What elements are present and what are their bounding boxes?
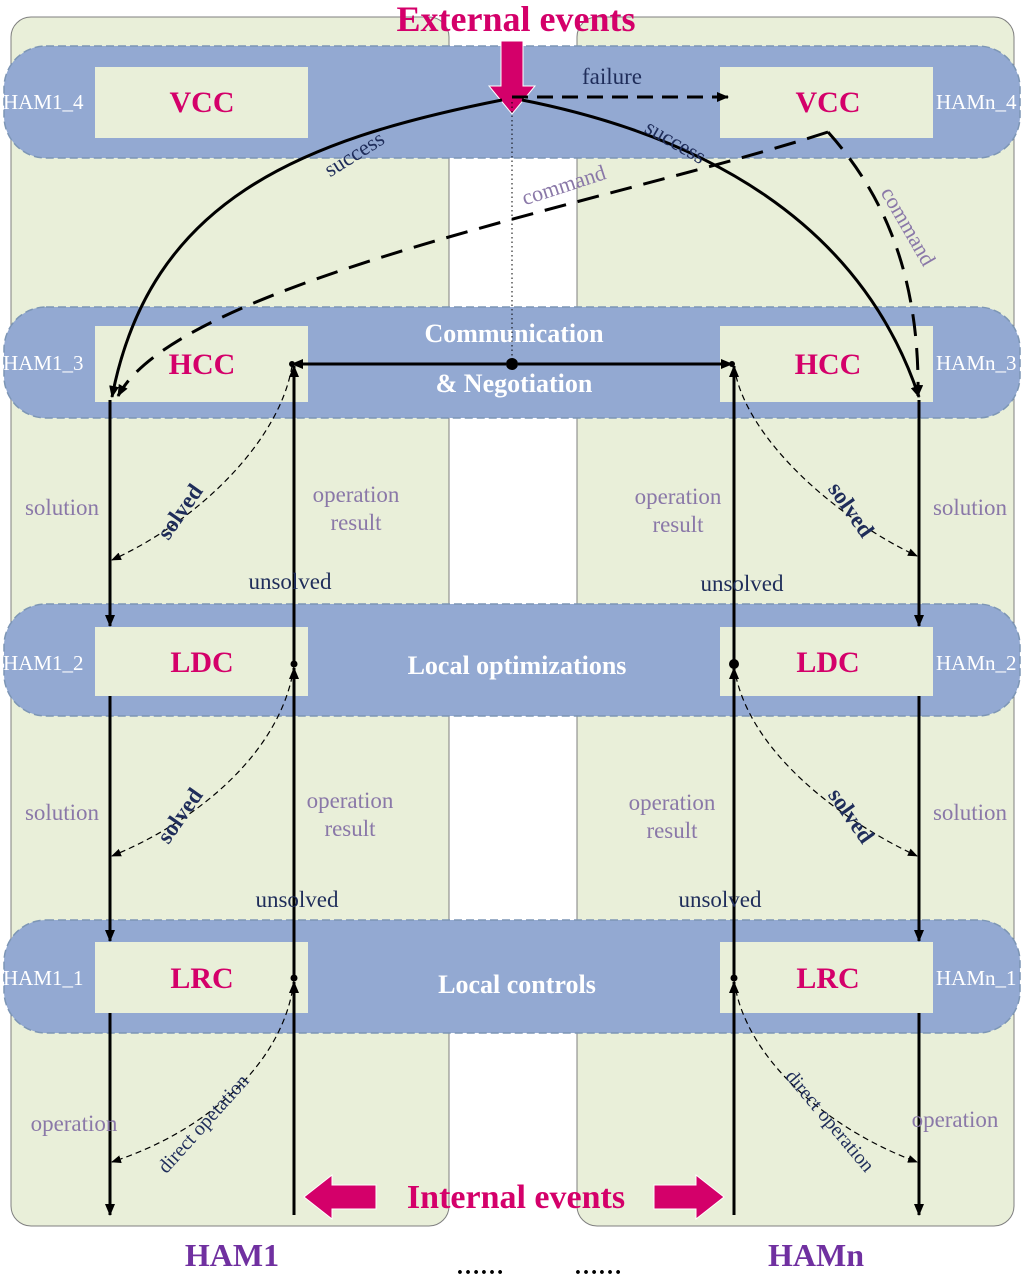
internal-events-arrow-right xyxy=(653,1173,725,1221)
direct-curve-left xyxy=(111,979,295,1164)
solved-curve-left-2 xyxy=(111,665,295,857)
local-controls-title: Local controls xyxy=(438,970,596,999)
operation-label-left: operation xyxy=(31,1111,118,1136)
success-arc-right xyxy=(521,98,921,398)
command-arrow-right xyxy=(826,130,924,397)
internal-events-title: Internal events xyxy=(407,1179,625,1216)
hamn-4-label: HAMn_4 xyxy=(936,90,1017,114)
ellipsis-right: …… xyxy=(574,1254,622,1280)
opres-label-left-1a: operation xyxy=(313,482,400,507)
vcc-label-right: VCC xyxy=(796,86,861,119)
operation-label-right: operation xyxy=(912,1107,999,1132)
opres-label-right-2a: operation xyxy=(629,790,716,815)
success-arc-left xyxy=(109,98,503,398)
ldc-box-right xyxy=(720,627,933,696)
lrc-label-right: LRC xyxy=(796,962,859,995)
opres-label-left-1b: result xyxy=(330,510,382,535)
solved-curve-right-2 xyxy=(733,665,918,857)
solution-label-right-2: solution xyxy=(933,800,1008,825)
hcc-label-right: HCC xyxy=(795,348,862,381)
unsolved-label-left-2: unsolved xyxy=(255,887,339,912)
junction-dot-hcc-right xyxy=(729,361,735,367)
lrc-label-left: LRC xyxy=(170,962,233,995)
opres-label-right-1b: result xyxy=(652,512,704,537)
junction-dot-lrc-left xyxy=(290,974,298,982)
ham1-title: HAM1 xyxy=(185,1237,279,1273)
hcc-label-left: HCC xyxy=(169,348,236,381)
center-junction-dot xyxy=(506,358,518,370)
ldc-box-left xyxy=(95,627,308,696)
solution-label-left-2: solution xyxy=(25,800,100,825)
hamn-2-label: HAMn_2 xyxy=(936,651,1017,675)
unsolved-label-right-2: unsolved xyxy=(678,887,762,912)
ham1-1-label: HAM1_1 xyxy=(3,966,84,990)
junction-dot-lrc-right xyxy=(730,974,738,982)
hcc-box-left xyxy=(95,326,308,402)
command-arrow-left xyxy=(116,130,829,397)
unsolved-label-left-1: unsolved xyxy=(248,569,332,594)
direct-curve-right xyxy=(733,979,918,1163)
opres-label-right-1a: operation xyxy=(635,484,722,509)
ellipsis-left: …… xyxy=(456,1254,504,1280)
lrc-box-left xyxy=(95,942,308,1013)
internal-events-arrow-left xyxy=(303,1173,377,1221)
negotiation-title: & Negotiation xyxy=(436,369,593,398)
failure-label: failure xyxy=(582,64,642,89)
ham1-2-label: HAM1_2 xyxy=(3,651,84,675)
opres-label-left-2b: result xyxy=(324,816,376,841)
lrc-box-right xyxy=(720,942,933,1013)
opres-label-left-2a: operation xyxy=(307,788,394,813)
unsolved-label-right-1: unsolved xyxy=(700,571,784,596)
solution-label-left-1: solution xyxy=(25,495,100,520)
ham1-4-label: HAM1_4 xyxy=(3,90,84,114)
junction-dot-ldc-left xyxy=(290,660,298,668)
solved-curve-right-1 xyxy=(733,365,918,557)
solution-label-right-1: solution xyxy=(933,495,1008,520)
vcc-label-left: VCC xyxy=(170,86,235,119)
hcc-box-right xyxy=(720,326,933,402)
hamn-title: HAMn xyxy=(768,1237,864,1273)
external-events-title: External events xyxy=(397,0,636,39)
junction-dot-hcc-left xyxy=(289,361,295,367)
vcc-box-left xyxy=(95,67,308,138)
local-optimizations-title: Local optimizations xyxy=(408,651,627,680)
hamn-3-label: HAMn_3 xyxy=(936,351,1017,375)
opres-label-right-2b: result xyxy=(646,818,698,843)
ldc-label-right: LDC xyxy=(796,646,859,679)
ham1-3-label: HAM1_3 xyxy=(3,351,84,375)
vcc-box-right xyxy=(720,67,933,138)
ldc-label-left: LDC xyxy=(170,646,233,679)
hamn-1-label: HAMn_1 xyxy=(936,966,1017,990)
junction-dot-ldc-right xyxy=(729,659,739,669)
communication-title: Communication xyxy=(424,319,604,348)
